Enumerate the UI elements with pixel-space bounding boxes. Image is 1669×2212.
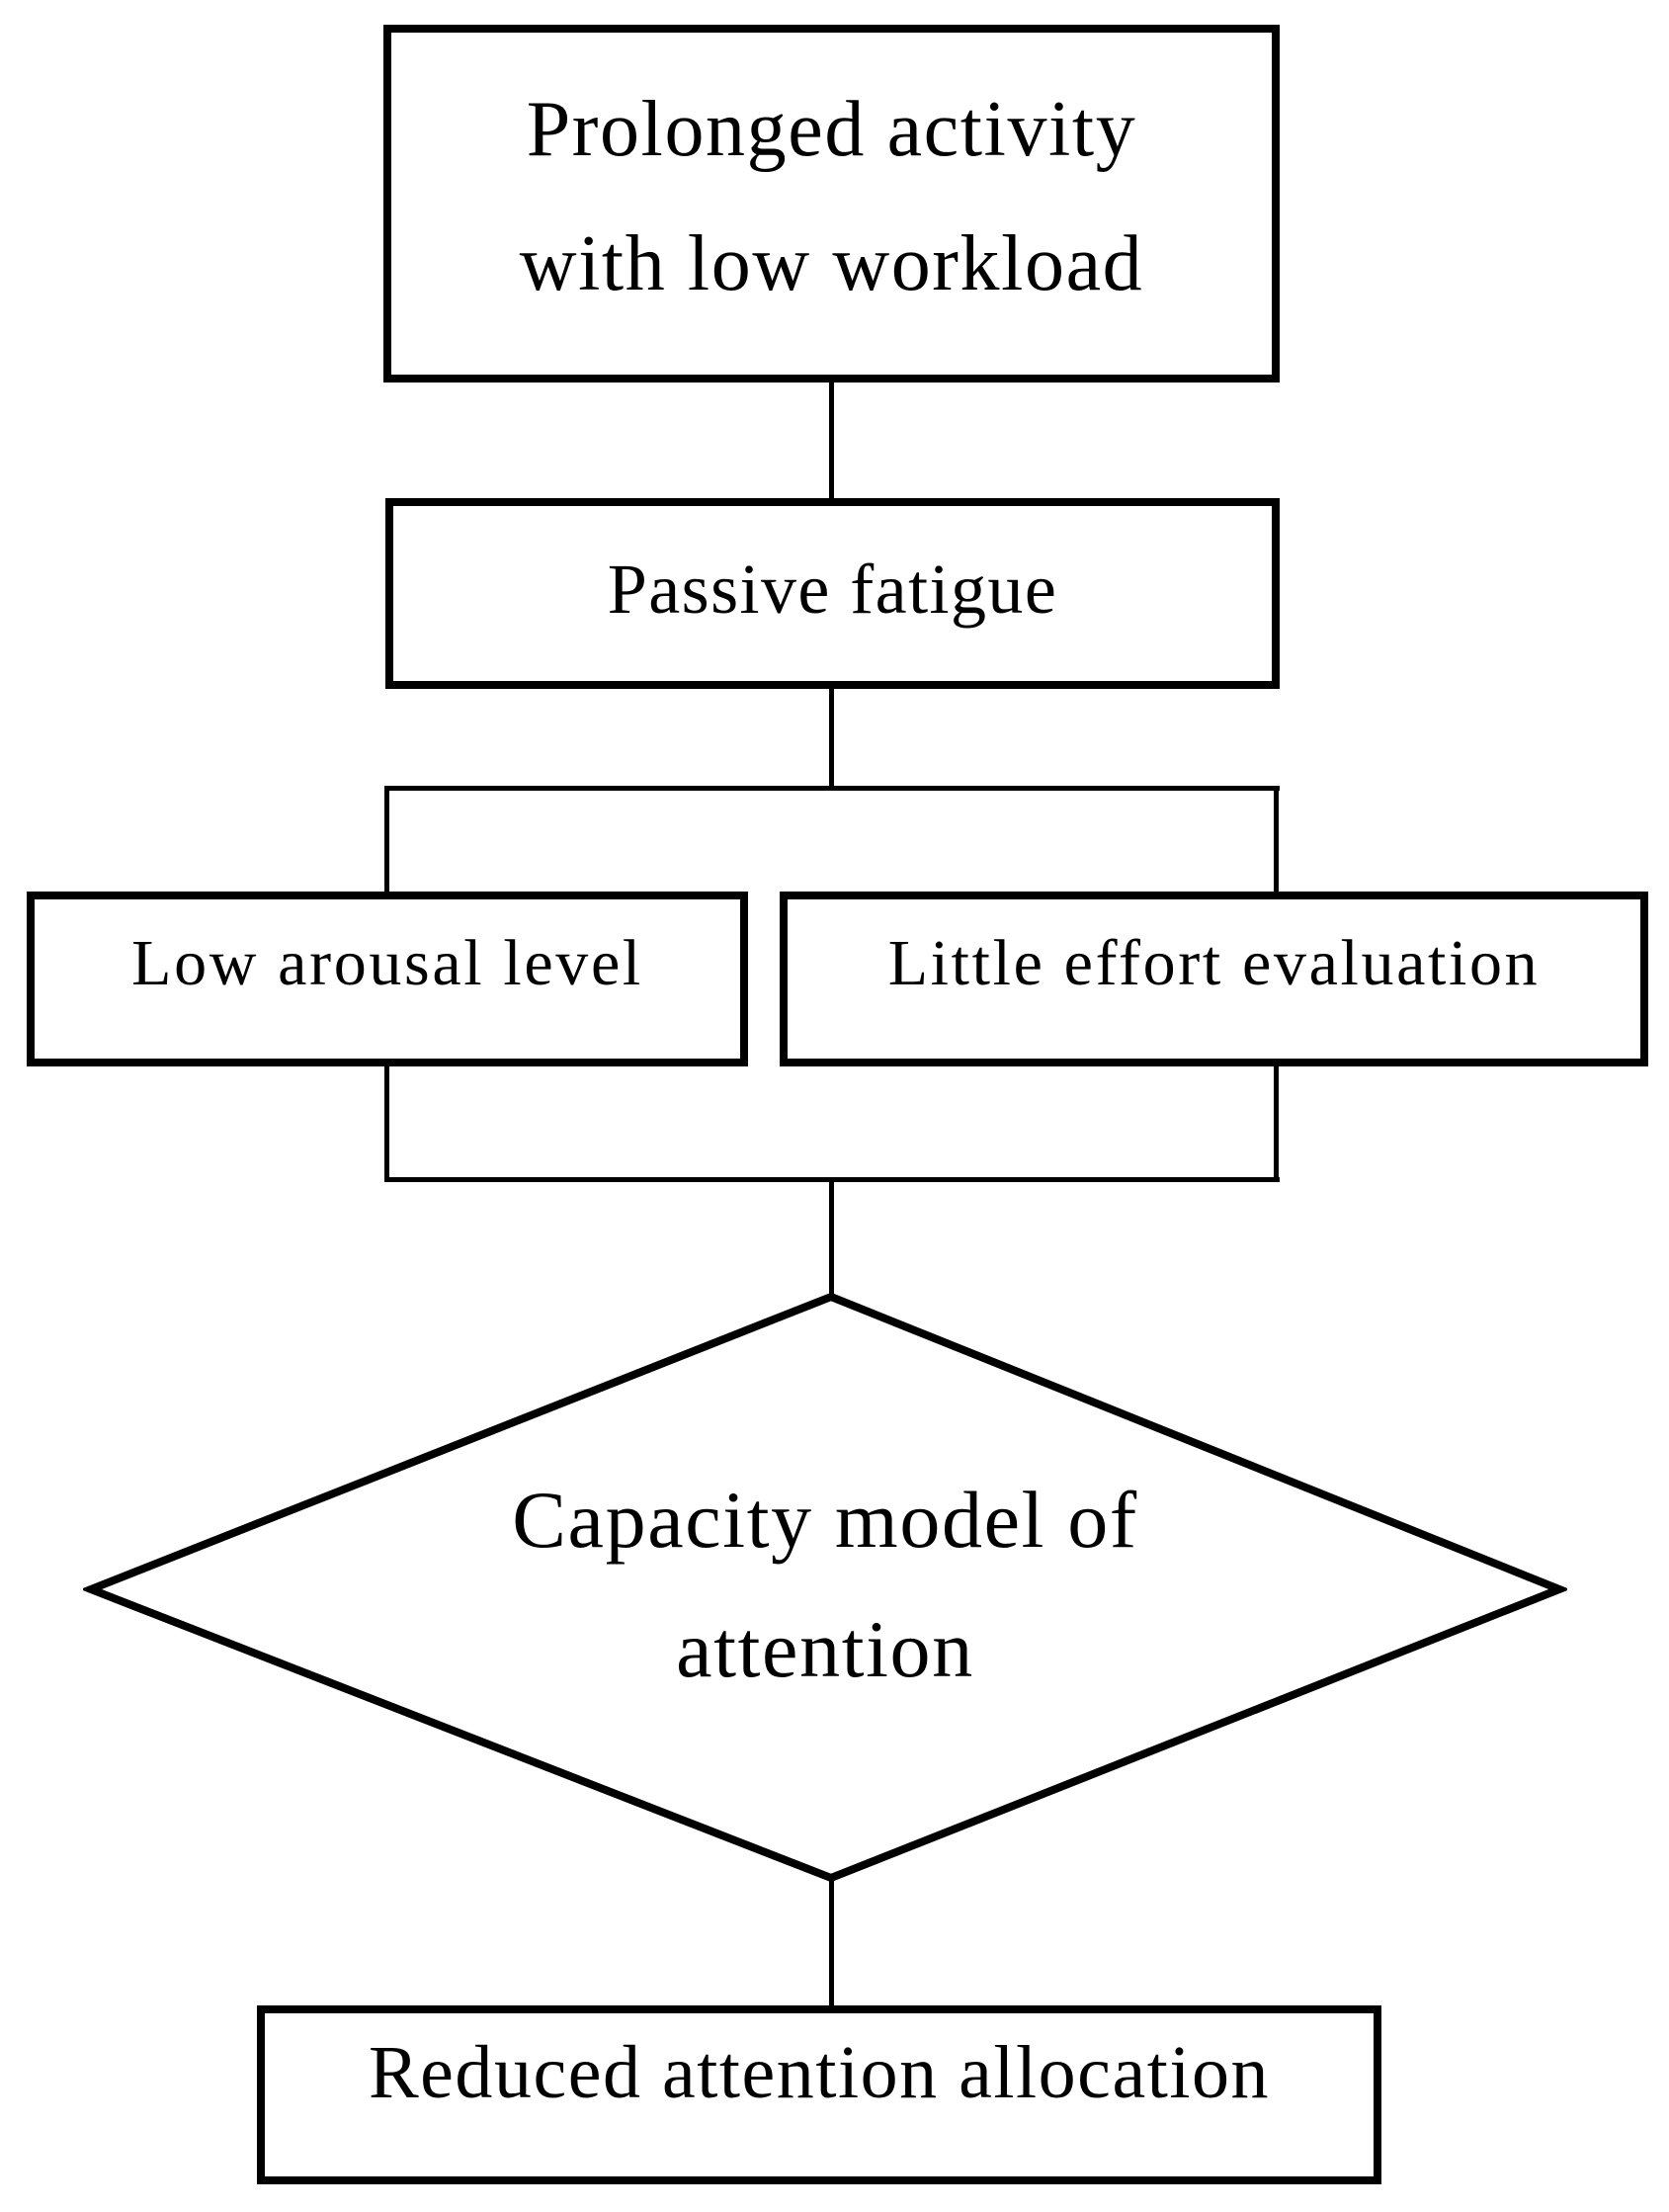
node-prolonged-activity: Prolonged activity with low workload: [383, 25, 1280, 383]
node-low-arousal-level-label: Low arousal level: [131, 927, 643, 1000]
node-little-effort-evaluation: Little effort evaluation: [780, 892, 1648, 1066]
node-passive-fatigue: Passive fatigue: [385, 498, 1280, 689]
node-capacity-model-line1: Capacity model of: [512, 1474, 1138, 1565]
edge-passive-split-stem: [829, 685, 834, 791]
node-reduced-attention-allocation-label: Reduced attention allocation: [368, 2030, 1271, 2114]
node-capacity-model-label: Capacity model of attention: [83, 1291, 1567, 1884]
node-capacity-model-of-attention: Capacity model of attention: [83, 1291, 1567, 1884]
edge-merge-to-capacity: [829, 1180, 834, 1301]
diamond-outline: [83, 1292, 1567, 1883]
edge-low-arousal-to-merge: [384, 1062, 389, 1182]
node-little-effort-evaluation-label: Little effort evaluation: [887, 927, 1541, 1000]
edge-split-to-little-effort: [1274, 786, 1279, 896]
edge-passive-split-bar: [385, 786, 1280, 791]
node-low-arousal-level: Low arousal level: [27, 892, 748, 1066]
node-prolonged-activity-line2: with low workload: [519, 220, 1144, 307]
edge-capacity-to-reduced: [829, 1876, 834, 2009]
node-capacity-model-line2: attention: [676, 1604, 974, 1694]
edge-split-to-low-arousal: [384, 786, 389, 896]
edge-merge-bar: [385, 1177, 1280, 1182]
node-passive-fatigue-label: Passive fatigue: [607, 550, 1058, 630]
node-prolonged-activity-line1: Prolonged activity: [526, 86, 1137, 173]
edge-prolonged-to-passive: [829, 379, 834, 502]
diamond-shape: [83, 1292, 1567, 1883]
node-reduced-attention-allocation: Reduced attention allocation: [257, 2005, 1381, 2184]
edge-little-effort-to-merge: [1274, 1062, 1279, 1182]
